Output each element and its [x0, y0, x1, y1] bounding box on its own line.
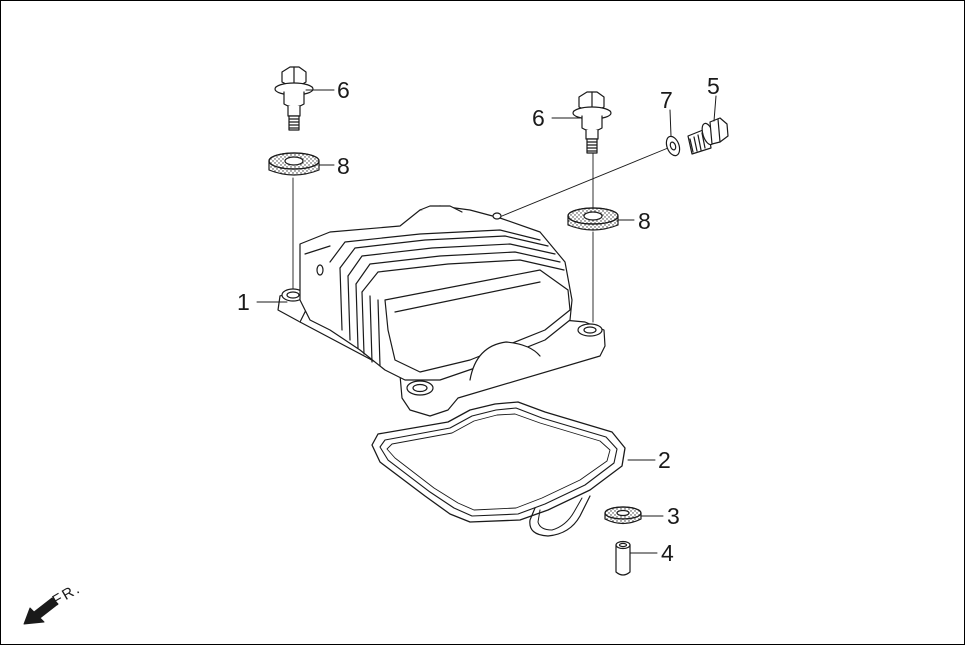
callout-6-right: 6: [532, 105, 545, 131]
assembly-lines: [292, 147, 669, 323]
small-grommet: [604, 506, 642, 525]
cylinder-head-cover: [277, 205, 606, 417]
leader-lines: [256, 89, 717, 554]
callout-labels: 1 2 3 4 5 6 6 7 8 8: [237, 73, 720, 566]
dowel-pin: [615, 540, 631, 576]
callout-2: 2: [658, 447, 671, 473]
small-bolt: [687, 117, 729, 155]
callout-4: 4: [661, 540, 674, 566]
front-label: FR.: [50, 580, 85, 610]
callout-6-left: 6: [337, 77, 350, 103]
callout-5: 5: [707, 73, 720, 99]
callout-1: 1: [237, 289, 250, 315]
rubber-grommet-right: [567, 207, 619, 231]
front-direction-indicator: FR.: [23, 580, 85, 625]
callout-3: 3: [667, 503, 680, 529]
cover-gasket: [371, 401, 626, 537]
rubber-grommet-left: [268, 152, 320, 176]
callout-8-right: 8: [638, 208, 651, 234]
callout-8-left: 8: [337, 153, 350, 179]
flange-bolt-right: [572, 91, 612, 154]
sealing-washer: [665, 135, 681, 157]
flange-bolt-left: [274, 66, 314, 131]
front-arrow-icon: [23, 597, 59, 625]
callout-7: 7: [660, 87, 673, 113]
